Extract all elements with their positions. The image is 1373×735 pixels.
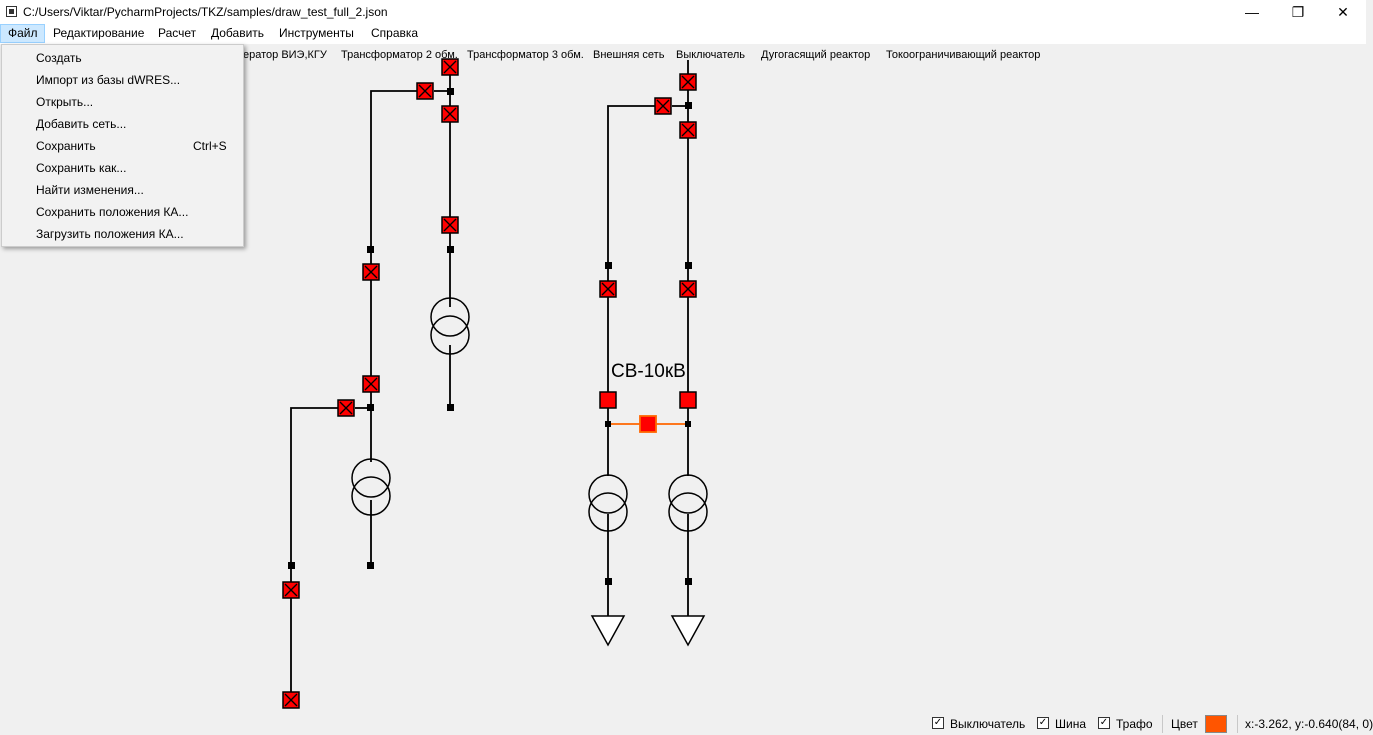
checkbox-breaker-label: Выключатель	[950, 717, 1026, 731]
element-toolbar: ератор ВИЭ,КГУ Трансформатор 2 обм. Тран…	[0, 45, 1366, 67]
breaker-closed-icon[interactable]	[679, 391, 697, 409]
tool-generator-vie[interactable]: ератор ВИЭ,КГУ	[243, 49, 327, 61]
window-title: C:/Users/Viktar/PycharmProjects/TKZ/samp…	[23, 5, 388, 19]
breaker-icon[interactable]	[441, 216, 459, 234]
menu-tools[interactable]: Инструменты	[279, 26, 354, 40]
menu-add[interactable]: Добавить	[211, 26, 265, 40]
menu-save-ka-positions[interactable]: Сохранить положения КА...	[36, 205, 189, 219]
app-icon	[6, 6, 17, 17]
minimize-button[interactable]: —	[1245, 4, 1259, 20]
checkbox-bus-label: Шина	[1055, 717, 1087, 731]
menu-open[interactable]: Открыть...	[36, 95, 94, 109]
status-separator	[1162, 715, 1163, 733]
menu-save[interactable]: Сохранить	[36, 139, 96, 153]
load-icon[interactable]	[590, 615, 626, 647]
menu-file[interactable]: Файл	[0, 24, 45, 43]
tool-transformer-2w[interactable]: Трансформатор 2 обм.	[341, 49, 458, 61]
color-swatch-button[interactable]	[1205, 715, 1227, 733]
breaker-icon[interactable]	[441, 105, 459, 123]
tool-external-grid[interactable]: Внешняя сеть	[593, 49, 665, 61]
breaker-icon[interactable]	[282, 581, 300, 599]
menu-edit[interactable]: Редактирование	[53, 26, 145, 40]
tool-transformer-3w[interactable]: Трансформатор 3 обм.	[467, 49, 584, 61]
title-bar: C:/Users/Viktar/PycharmProjects/TKZ/samp…	[0, 0, 1366, 24]
status-separator	[1237, 715, 1238, 733]
sectional-label: СВ-10кВ	[611, 361, 686, 382]
file-menu-dropdown: Создать Импорт из базы dWRES... Открыть.…	[1, 44, 244, 247]
bus-nodes	[288, 88, 692, 585]
menu-save-shortcut: Ctrl+S	[193, 139, 227, 153]
breaker-icon[interactable]	[441, 58, 459, 76]
color-label: Цвет	[1171, 717, 1198, 731]
sectional-breaker-icon[interactable]	[639, 415, 657, 433]
tool-arc-reactor[interactable]: Дугогасящий реактор	[761, 49, 871, 61]
checkbox-trafo[interactable]: ✓	[1098, 717, 1110, 729]
menu-import-dwres[interactable]: Импорт из базы dWRES...	[36, 73, 181, 87]
status-bar: ✓ Выключатель ✓ Шина ✓ Трафо Цвет x:-3.2…	[0, 712, 1373, 735]
menu-load-ka-positions[interactable]: Загрузить положения КА...	[36, 227, 184, 241]
maximize-button[interactable]: ❐	[1291, 4, 1305, 20]
breaker-icon[interactable]	[599, 280, 617, 298]
menu-find-changes[interactable]: Найти изменения...	[36, 183, 144, 197]
menu-add-network[interactable]: Добавить сеть...	[36, 117, 127, 131]
tool-breaker[interactable]: Выключатель	[676, 49, 746, 61]
checkbox-bus[interactable]: ✓	[1037, 717, 1049, 729]
breaker-closed-icon[interactable]	[599, 391, 617, 409]
tool-current-limit-reactor[interactable]: Токоограничивающий реактор	[886, 49, 1041, 61]
checkbox-trafo-label: Трафо	[1116, 717, 1153, 731]
breaker-icon[interactable]	[362, 263, 380, 281]
breaker-icon[interactable]	[679, 121, 697, 139]
breaker-icon[interactable]	[337, 399, 355, 417]
menu-help[interactable]: Справка	[371, 26, 419, 40]
breaker-icon[interactable]	[282, 691, 300, 709]
menu-create[interactable]: Создать	[36, 51, 82, 65]
breaker-icon[interactable]	[654, 97, 672, 115]
breaker-icon[interactable]	[679, 73, 697, 91]
scheme-drawing[interactable]: СВ-10кВ	[0, 58, 1366, 712]
breaker-icon[interactable]	[416, 82, 434, 100]
breaker-icon[interactable]	[679, 280, 697, 298]
checkbox-breaker[interactable]: ✓	[932, 717, 944, 729]
menu-calc[interactable]: Расчет	[158, 26, 197, 40]
menu-bar: Файл Редактирование Расчет Добавить Инст…	[0, 24, 1366, 44]
menu-save-as[interactable]: Сохранить как...	[36, 161, 127, 175]
cursor-coordinates: x:-3.262, y:-0.640(84, 0)	[1245, 717, 1373, 731]
scheme-canvas[interactable]: СВ-10кВ	[0, 58, 1366, 712]
close-button[interactable]: ✕	[1337, 4, 1349, 20]
breaker-icon[interactable]	[362, 375, 380, 393]
load-icon[interactable]	[670, 615, 706, 647]
